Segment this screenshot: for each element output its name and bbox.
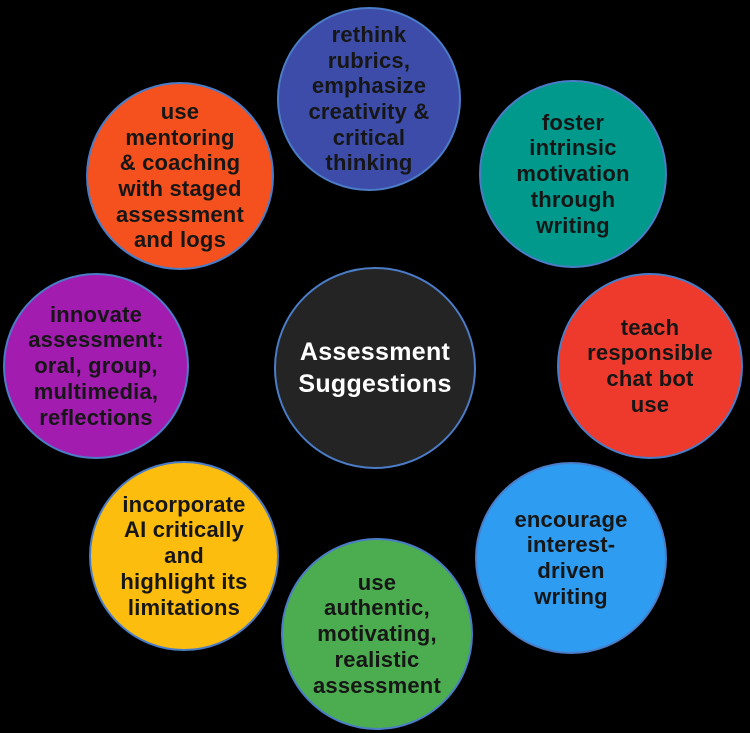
circle-center-title: Assessment Suggestions xyxy=(274,267,476,469)
circle-mentoring-coaching-label: use mentoring & coaching with staged ass… xyxy=(116,98,244,253)
circle-rethink-rubrics-label: rethink rubrics, emphasize creativity & … xyxy=(308,21,430,176)
circle-interest-driven-writing: encourage interest- driven writing xyxy=(475,462,667,654)
circle-authentic-assessment-label: use authentic, motivating, realistic ass… xyxy=(313,569,441,698)
circle-teach-chatbot-use: teach responsible chat bot use xyxy=(557,273,743,459)
circle-incorporate-ai-critically-label: incorporate AI critically and highlight … xyxy=(120,491,248,620)
circle-foster-motivation-label: foster intrinsic motivation through writ… xyxy=(516,109,630,238)
circle-authentic-assessment: use authentic, motivating, realistic ass… xyxy=(281,538,473,730)
circle-teach-chatbot-use-label: teach responsible chat bot use xyxy=(587,314,713,417)
diagram-title: Assessment Suggestions xyxy=(298,337,452,399)
circle-innovate-assessment: innovate assessment: oral, group, multim… xyxy=(3,273,189,459)
circle-mentoring-coaching: use mentoring & coaching with staged ass… xyxy=(86,82,274,270)
circle-foster-motivation: foster intrinsic motivation through writ… xyxy=(479,80,667,268)
circle-rethink-rubrics: rethink rubrics, emphasize creativity & … xyxy=(277,7,461,191)
circle-incorporate-ai-critically: incorporate AI critically and highlight … xyxy=(89,461,279,651)
circle-interest-driven-writing-label: encourage interest- driven writing xyxy=(514,506,628,609)
circle-innovate-assessment-label: innovate assessment: oral, group, multim… xyxy=(28,301,164,430)
